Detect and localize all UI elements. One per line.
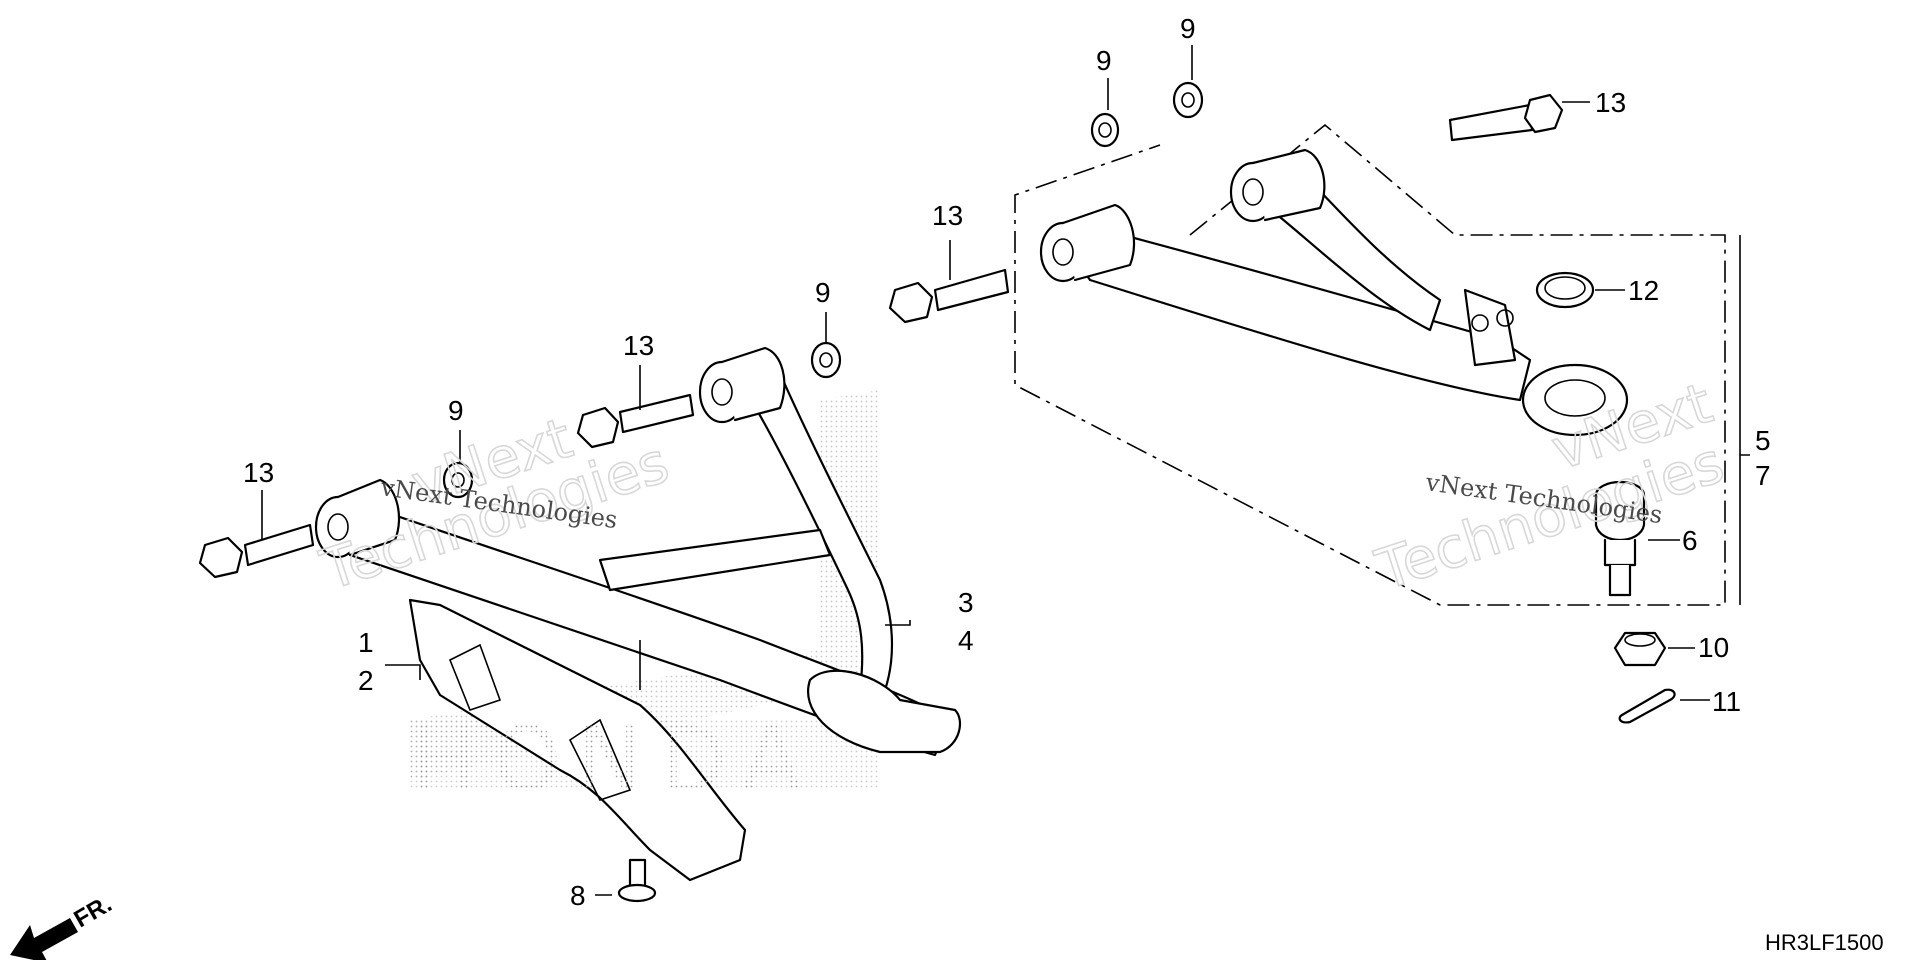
callout-13-c: 13 <box>623 330 654 361</box>
front-label: FR. <box>70 890 117 933</box>
shock-bracket <box>1463 288 1517 367</box>
snap-ring <box>1535 271 1595 309</box>
castle-nut <box>1613 631 1667 667</box>
nut-9-a <box>1090 112 1120 148</box>
callout-10: 10 <box>1698 632 1729 663</box>
callout-9-d: 9 <box>448 395 464 426</box>
bolt-upper-front <box>1448 93 1564 142</box>
callout-6: 6 <box>1682 525 1698 556</box>
callout-8: 8 <box>570 880 586 911</box>
callout-12: 12 <box>1628 275 1659 306</box>
bolt-lower-front <box>576 393 695 449</box>
cotter-pin <box>1618 688 1676 724</box>
nut-9-b <box>1172 81 1204 119</box>
skid-plate <box>408 598 747 882</box>
upper-arm-assembly <box>888 81 1726 724</box>
leader-lines <box>261 45 1750 896</box>
kit-boundary <box>1014 123 1726 606</box>
nut-9-d <box>442 461 474 499</box>
lower-arm-crossbar <box>598 528 832 592</box>
bolt-skid-plate <box>617 858 657 903</box>
lower-arm-assembly <box>198 341 962 903</box>
callout-7: 7 <box>1755 460 1771 491</box>
front-direction-indicator: FR. <box>10 890 116 960</box>
callout-9-b: 9 <box>1180 13 1196 44</box>
nut-9-c <box>810 341 842 379</box>
callout-5: 5 <box>1755 425 1771 456</box>
callout-13-d: 13 <box>243 457 274 488</box>
bolt-upper-rear <box>888 268 1010 324</box>
callout-13-b: 13 <box>932 200 963 231</box>
diagram-code: HR3LF1500 <box>1765 930 1884 955</box>
callout-1: 1 <box>358 627 374 658</box>
callout-labels: 1 2 3 4 5 6 7 8 9 9 9 9 10 11 12 13 13 1… <box>243 13 1771 911</box>
callout-2: 2 <box>358 665 374 696</box>
bolt-lower-rear <box>198 523 315 579</box>
callout-4: 4 <box>958 625 974 656</box>
front-arrow-icon <box>10 918 78 960</box>
callout-11: 11 <box>1712 686 1741 717</box>
ball-joint <box>1594 480 1646 597</box>
callout-13-a: 13 <box>1595 87 1626 118</box>
callout-3: 3 <box>958 587 974 618</box>
watermark-line2-right: Technologies <box>1368 430 1731 603</box>
callout-9-c: 9 <box>815 277 831 308</box>
callout-9-a: 9 <box>1096 45 1112 76</box>
watermark-brand: HONDA <box>410 708 818 811</box>
lower-ball-joint-pad <box>807 669 962 754</box>
ball-joint-socket <box>1521 363 1629 437</box>
upper-arm-rear-tube <box>1058 223 1532 402</box>
